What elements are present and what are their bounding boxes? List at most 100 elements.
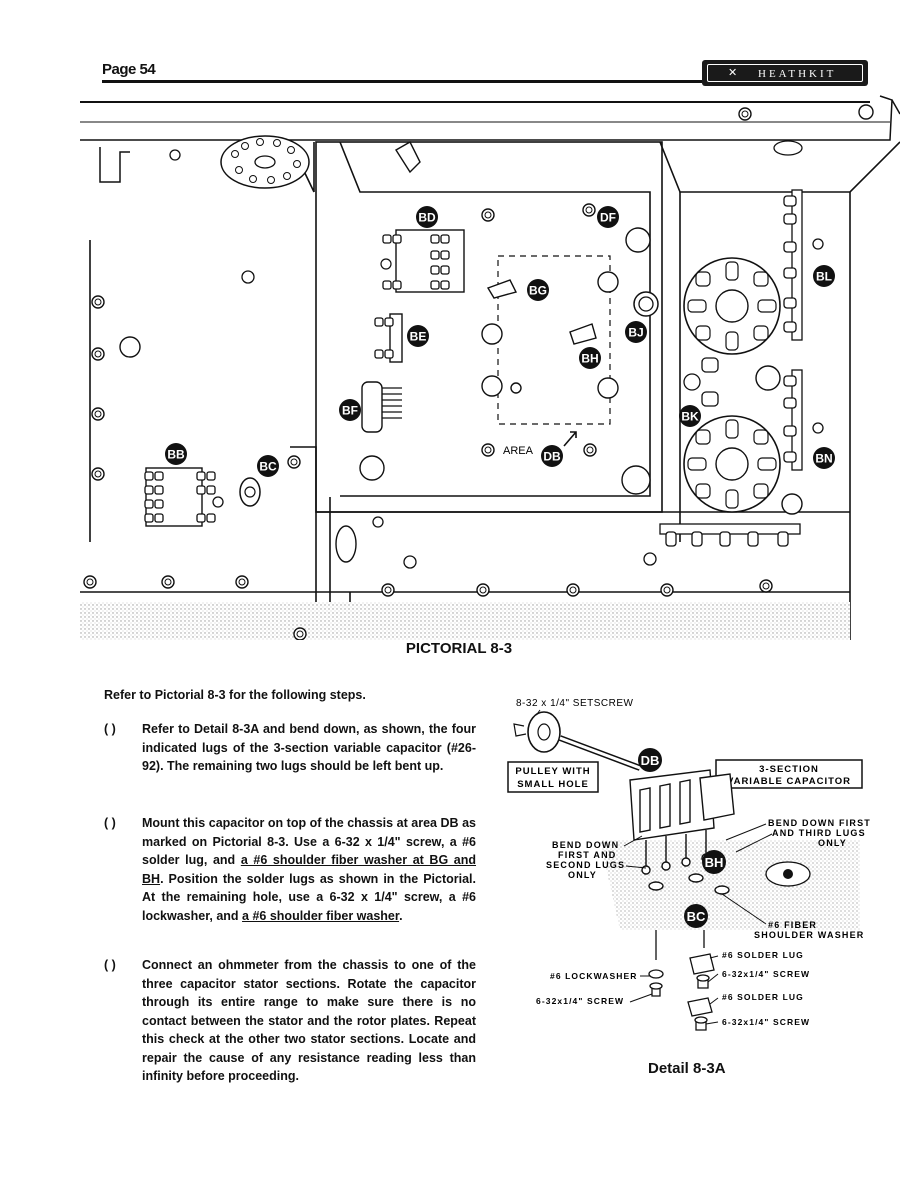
label-bend-third-1: BEND DOWN FIRST bbox=[768, 818, 870, 828]
label-screw-2: 6-32x1/4" SCREW bbox=[722, 1017, 810, 1027]
large-hole bbox=[755, 365, 781, 391]
svg-text:BN: BN bbox=[815, 452, 832, 466]
capacitor-lugs-db bbox=[481, 271, 619, 399]
step-text-underlined: a #6 shoulder fiber washer at BG and BH bbox=[142, 853, 477, 886]
large-hole bbox=[621, 465, 651, 495]
cable-bf bbox=[361, 381, 402, 433]
label-fiber-2: SHOULDER WASHER bbox=[754, 930, 865, 940]
callout-be: BE bbox=[407, 325, 429, 347]
detail-caption: Detail 8-3A bbox=[648, 1060, 726, 1077]
box-pulley bbox=[507, 761, 599, 793]
terminal-strip-right-upper bbox=[783, 189, 824, 341]
callout-bk: BK bbox=[679, 405, 701, 427]
brand-name: HEATHKIT bbox=[758, 68, 837, 80]
label-bend-second-1: BEND DOWN bbox=[552, 840, 619, 850]
detail-drawing: 8-32 x 1/4" SETSCREW PULLEY WITH SMALL H… bbox=[507, 698, 870, 1031]
variable-capacitor bbox=[629, 769, 735, 895]
step-text: Connect an ohmmeter from the chassis to … bbox=[142, 958, 476, 1083]
bracket bbox=[99, 147, 130, 183]
header-rule bbox=[102, 80, 702, 83]
step-text-underlined: a #6 shoulder fiber washer bbox=[242, 908, 400, 923]
terminal-strip-bb bbox=[144, 467, 224, 527]
chassis-top-edge bbox=[80, 95, 900, 141]
mounting-hole bbox=[582, 203, 596, 217]
svg-text:BJ: BJ bbox=[628, 326, 643, 340]
lug-bc bbox=[239, 477, 261, 507]
svg-text:BL: BL bbox=[816, 270, 832, 284]
mounting-hole bbox=[738, 107, 752, 121]
callout-bb: BB bbox=[165, 443, 187, 465]
callout-detail-bc: BC bbox=[684, 904, 708, 928]
callout-bd: BD bbox=[416, 206, 438, 228]
svg-text:DB: DB bbox=[543, 450, 561, 464]
brand-frame: ✕ HEATHKIT bbox=[707, 64, 863, 82]
label-bend-second-2: FIRST AND bbox=[558, 850, 616, 860]
step-text: Mount this capacitor on top of the chass… bbox=[142, 814, 476, 925]
callout-detail-db: DB bbox=[638, 748, 662, 772]
step-checkbox[interactable]: ( ) bbox=[104, 816, 116, 830]
grommet-bj bbox=[633, 291, 659, 317]
mounting-hole bbox=[481, 208, 495, 222]
lug-group-bk bbox=[683, 357, 719, 407]
large-hole bbox=[625, 227, 651, 253]
label-capacitor-1: 3-SECTION bbox=[759, 764, 819, 775]
leader-line bbox=[721, 893, 767, 925]
intro-text: Refer to Pictorial 8-3 for the following… bbox=[104, 688, 366, 702]
small-hole bbox=[169, 149, 181, 161]
pictorial-title: PICTORIAL 8-3 bbox=[405, 640, 513, 657]
callout-detail-bh: BH bbox=[702, 850, 726, 874]
svg-text:BH: BH bbox=[581, 352, 598, 366]
terminal-strip-right-lower bbox=[783, 369, 824, 471]
label-capacitor-2: VARIABLE CAPACITOR bbox=[727, 776, 851, 787]
brand-logo-icon: ✕ bbox=[728, 67, 738, 79]
mounting-hole bbox=[481, 443, 495, 457]
svg-text:BC: BC bbox=[259, 460, 277, 474]
label-bend-third-3: ONLY bbox=[818, 838, 847, 848]
leader-line bbox=[725, 823, 773, 853]
leader-line bbox=[629, 955, 719, 1025]
step-text-part: Mount this capacitor on top of the chass… bbox=[142, 816, 476, 867]
db-arrow bbox=[563, 431, 577, 447]
step-checkbox[interactable]: ( ) bbox=[104, 722, 116, 736]
bottom-row-holes bbox=[293, 516, 773, 640]
callout-bl: BL bbox=[813, 265, 835, 287]
label-solder-lug-2: #6 SOLDER LUG bbox=[722, 992, 804, 1002]
brand-badge: ✕ HEATHKIT bbox=[702, 60, 868, 86]
svg-text:BB: BB bbox=[167, 448, 185, 462]
step-text-part: . Position the solder lugs as shown in t… bbox=[142, 871, 476, 923]
callout-db: DB bbox=[541, 445, 563, 467]
large-hole bbox=[858, 104, 874, 120]
label-bend-third-2: AND THIRD LUGS bbox=[772, 828, 866, 838]
label-screw-1: 6-32x1/4" SCREW bbox=[722, 969, 810, 979]
svg-text:BH: BH bbox=[705, 855, 724, 870]
label-bend-second-4: ONLY bbox=[568, 870, 597, 880]
large-hole bbox=[359, 455, 385, 481]
label-screw-left: 6-32x1/4" SCREW bbox=[536, 996, 624, 1006]
tube-socket-bl bbox=[683, 257, 781, 355]
callout-bf: BF bbox=[339, 399, 361, 421]
left-panel-holes bbox=[83, 270, 255, 589]
svg-text:BF: BF bbox=[342, 404, 358, 418]
area-db-outline bbox=[497, 255, 611, 425]
mounting-hole bbox=[287, 455, 301, 469]
callout-bg: BG bbox=[527, 279, 549, 301]
label-lockwasher: #6 LOCKWASHER bbox=[550, 971, 638, 981]
label-solder-lug-1: #6 SOLDER LUG bbox=[722, 950, 804, 960]
step-text: Refer to Detail 8-3A and bend down, as s… bbox=[142, 722, 476, 773]
pulley bbox=[513, 711, 642, 771]
callout-bn: BN bbox=[813, 447, 835, 469]
label-fiber-1: #6 FIBER bbox=[768, 920, 817, 930]
exploded-hardware bbox=[648, 930, 715, 1031]
svg-text:DF: DF bbox=[600, 211, 616, 225]
box-capacitor bbox=[715, 759, 863, 789]
svg-text:BG: BG bbox=[529, 284, 547, 298]
callout-bh: BH bbox=[579, 347, 601, 369]
mounting-hole bbox=[583, 443, 597, 457]
svg-text:BD: BD bbox=[418, 211, 436, 225]
tube-socket-top bbox=[220, 135, 310, 189]
label-bend-second-3: SECOND LUGS bbox=[546, 860, 625, 870]
step-checkbox[interactable]: ( ) bbox=[104, 958, 116, 972]
tube-socket-bk bbox=[683, 415, 781, 513]
terminal-strip-be bbox=[374, 313, 403, 363]
page-number: Page 54 bbox=[102, 61, 156, 78]
